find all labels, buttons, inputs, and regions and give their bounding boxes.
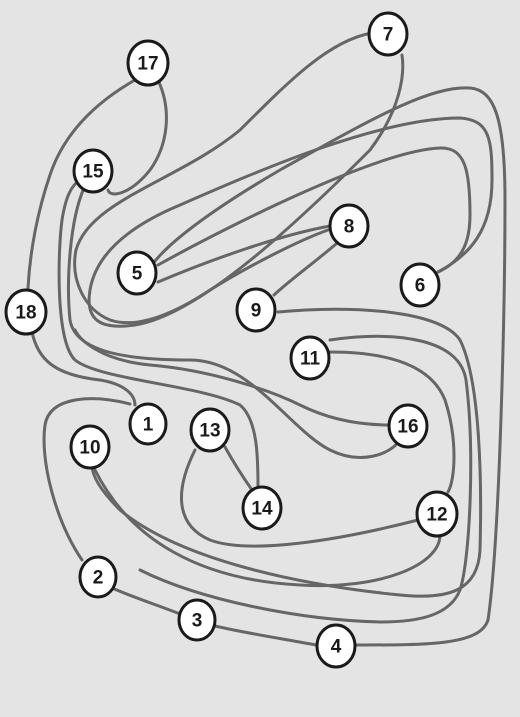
node-circle-8 bbox=[328, 203, 370, 249]
node-label-15: 15 bbox=[82, 162, 104, 183]
node-label-1: 1 bbox=[143, 415, 154, 436]
node-13: 13 bbox=[189, 407, 231, 453]
node-label-10: 10 bbox=[79, 438, 100, 459]
node-label-3: 3 bbox=[192, 611, 203, 632]
path-3-4 bbox=[213, 624, 318, 647]
path-1-2 bbox=[42, 397, 132, 562]
node-label-11: 11 bbox=[300, 349, 321, 370]
path-17-18 bbox=[26, 78, 137, 290]
node-4: 4 bbox=[315, 623, 357, 669]
node-11: 11 bbox=[289, 335, 331, 381]
node-circle-17 bbox=[126, 39, 170, 87]
node-10: 10 bbox=[69, 424, 111, 470]
path-7-5 bbox=[73, 31, 374, 325]
node-12: 12 bbox=[415, 490, 459, 538]
node-label-16: 16 bbox=[397, 417, 418, 438]
node-label-8: 8 bbox=[344, 217, 355, 238]
node-label-7: 7 bbox=[383, 25, 394, 46]
node-7: 7 bbox=[367, 11, 409, 57]
node-label-9: 9 bbox=[251, 301, 262, 322]
node-circle-9 bbox=[235, 287, 277, 333]
node-circle-12 bbox=[415, 490, 459, 538]
node-label-14: 14 bbox=[251, 499, 273, 520]
node-15: 15 bbox=[72, 148, 114, 194]
path-5-6 bbox=[156, 146, 472, 274]
connecting-paths bbox=[26, 31, 507, 647]
node-circle-4 bbox=[315, 623, 357, 669]
node-label-6: 6 bbox=[415, 276, 426, 297]
node-6: 6 bbox=[399, 262, 441, 308]
node-label-4: 4 bbox=[331, 637, 342, 658]
path-15-16 bbox=[67, 186, 402, 459]
path-5-8 bbox=[156, 224, 332, 284]
node-14: 14 bbox=[241, 485, 283, 531]
node-label-12: 12 bbox=[426, 505, 447, 526]
path-8-9 bbox=[272, 242, 338, 297]
node-circle-16 bbox=[387, 403, 429, 449]
path-9-10 bbox=[90, 307, 483, 598]
node-circle-10 bbox=[69, 424, 111, 470]
path-16-11 bbox=[73, 328, 392, 427]
node-circle-14 bbox=[241, 485, 283, 531]
path-12-13 bbox=[180, 448, 420, 548]
node-label-17: 17 bbox=[137, 54, 158, 75]
node-5: 5 bbox=[116, 250, 158, 296]
node-17: 17 bbox=[126, 39, 170, 87]
node-8: 8 bbox=[328, 203, 370, 249]
node-circle-6 bbox=[399, 262, 441, 308]
node-circle-11 bbox=[289, 335, 331, 381]
node-circle-13 bbox=[189, 407, 231, 453]
node-2: 2 bbox=[78, 555, 118, 599]
node-circle-7 bbox=[367, 11, 409, 57]
node-circle-1 bbox=[128, 402, 168, 446]
path-13-14 bbox=[223, 445, 254, 492]
node-circle-2 bbox=[78, 555, 118, 599]
path-18-1 bbox=[30, 330, 137, 407]
node-9: 9 bbox=[235, 287, 277, 333]
node-label-5: 5 bbox=[132, 264, 143, 285]
path-14-15 bbox=[57, 178, 260, 490]
node-label-13: 13 bbox=[199, 421, 220, 442]
path-11-4 bbox=[138, 334, 473, 624]
node-3: 3 bbox=[177, 598, 217, 642]
node-label-18: 18 bbox=[15, 303, 36, 324]
path-17-15 bbox=[106, 78, 168, 196]
path-4-5 bbox=[150, 86, 507, 647]
node-circle-5 bbox=[116, 250, 158, 296]
path-2-3 bbox=[110, 586, 182, 616]
node-circle-3 bbox=[177, 598, 217, 642]
node-label-2: 2 bbox=[93, 568, 104, 589]
node-circle-18 bbox=[4, 288, 48, 336]
path-6-7 bbox=[87, 53, 494, 328]
path-10-12 bbox=[93, 468, 442, 588]
node-16: 16 bbox=[387, 403, 429, 449]
node-circle-15 bbox=[72, 148, 114, 194]
path-11-12 bbox=[328, 350, 456, 494]
node-1: 1 bbox=[128, 402, 168, 446]
node-18: 18 bbox=[4, 288, 48, 336]
